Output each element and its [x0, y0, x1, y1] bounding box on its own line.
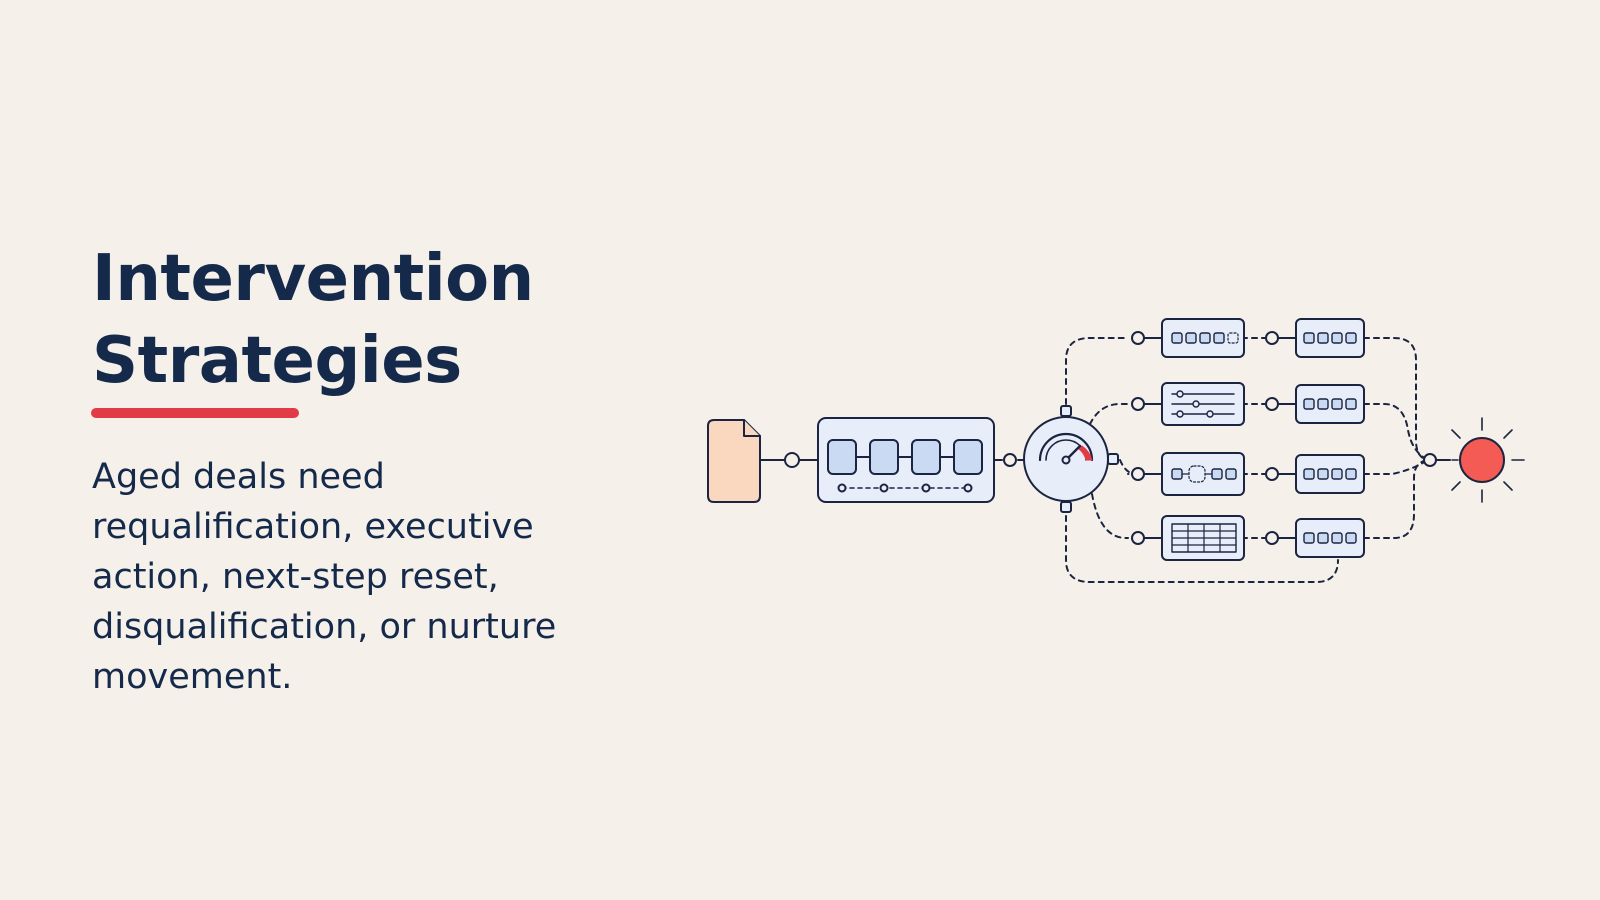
branch-table-icon [1161, 515, 1245, 561]
document-icon [707, 419, 761, 503]
branch-output-2 [1295, 384, 1365, 424]
title-line-1: Intervention [92, 242, 534, 316]
connector-dots [784, 331, 1437, 545]
branch-output-1 [1295, 318, 1365, 358]
target-sun-icon [1451, 417, 1525, 503]
gauge-icon [1023, 405, 1119, 513]
body-text: Aged deals need requalification, executi… [92, 457, 557, 697]
pipeline-stages-icon [817, 417, 995, 503]
title-line-2: Strategies [92, 324, 462, 398]
branch-flow-icon [1161, 452, 1245, 496]
branch-output-4 [1295, 518, 1365, 558]
dashed-connectors [1065, 337, 1429, 583]
branch-output-3 [1295, 454, 1365, 494]
title-underline [91, 408, 299, 418]
branch-list-icon [1161, 318, 1245, 358]
text-block: Intervention Strategies Aged deals need … [91, 238, 612, 702]
page-title: Intervention Strategies [92, 238, 612, 402]
branch-sliders-icon [1161, 382, 1245, 426]
